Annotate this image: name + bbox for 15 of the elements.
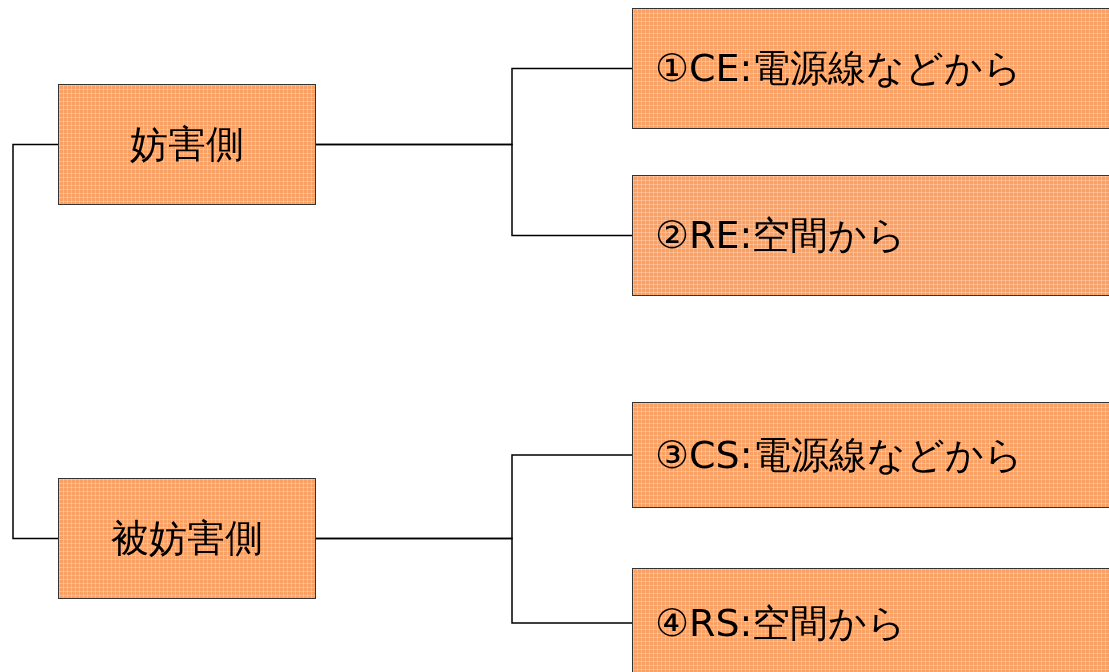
process-box xyxy=(632,402,1109,508)
process-box xyxy=(632,8,1109,129)
process-box xyxy=(58,478,316,599)
box-label: 被妨害側 xyxy=(111,515,263,562)
box-label: ②RE:空間から xyxy=(655,212,907,259)
process-box xyxy=(632,568,1109,672)
connector-line xyxy=(315,143,633,237)
process-box xyxy=(58,84,316,205)
box-label: ④RS:空間から xyxy=(655,599,907,647)
connector-line xyxy=(315,537,633,624)
box-label: ①CE:電源線などから xyxy=(655,45,1023,92)
process-box xyxy=(632,175,1109,296)
box-label: 妨害側 xyxy=(130,121,244,168)
connector-line xyxy=(12,143,59,540)
box-label: ③CS:電源線などから xyxy=(655,431,1023,479)
